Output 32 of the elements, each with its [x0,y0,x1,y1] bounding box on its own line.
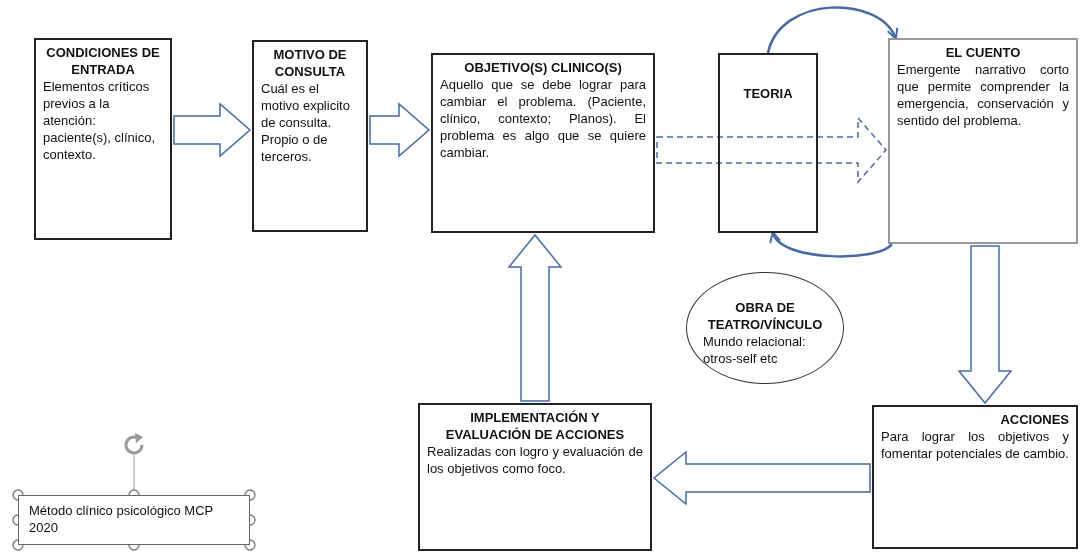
text-box [18,495,250,545]
block-arrow [173,102,252,158]
curved-arrow [766,6,898,54]
block-arrow [652,450,871,506]
dashed-block-arrow [656,116,887,184]
process-box [252,40,368,232]
node-heading: CONDICIONES DE ENTRADA [45,44,161,78]
node-heading: EL CUENTO [944,44,1022,61]
process-box [872,405,1078,549]
node-body-text: Para lograr los objetivos y fomentar potenciales de cambio. [881,428,1069,462]
block-arrow [507,233,563,402]
node-body-text: Emergente narrativo corto que permite comprender la emergencia, conservación y sentido del problema. [897,61,1069,129]
node-body-text: Elementos críticos previos a la atención: paciente(s), clínico, contexto. [43,78,156,163]
node-text: TEORIA [742,85,794,102]
process-box [888,38,1078,244]
process-box [418,403,652,551]
node-body-text: Aquello que se debe lograr para cambiar el problema. (Paciente, clínico, contexto; Planos). El problema es algo que se quiere cambiar. [440,76,646,161]
node-body-text: Mundo relacional: otros-self etc [703,333,807,367]
block-arrow [957,245,1013,405]
curved-arrow [771,231,893,258]
node-heading: IMPLEMENTACIÓN Y EVALUACIÓN DE ACCIONES [444,409,626,443]
process-box [34,38,172,240]
node-heading: MOTIVO DE CONSULTA [272,46,348,80]
node-heading: OBRA DE TEATRO/VÍNCULO [706,299,824,333]
node-text: Método clínico psicológico MCP 2020 [29,502,214,536]
node-body-text: Realizadas con logro y evaluación de los objetivos como foco. [427,443,643,477]
process-box [431,53,655,233]
process-box [718,53,818,233]
node-heading: OBJETIVO(S) CLINICO(S) [463,59,623,76]
node-heading: ACCIONES [999,411,1069,428]
node-body-text: Cuál es el motivo explicito de consulta. Propio o de terceros. [261,80,351,165]
block-arrow [369,102,431,158]
